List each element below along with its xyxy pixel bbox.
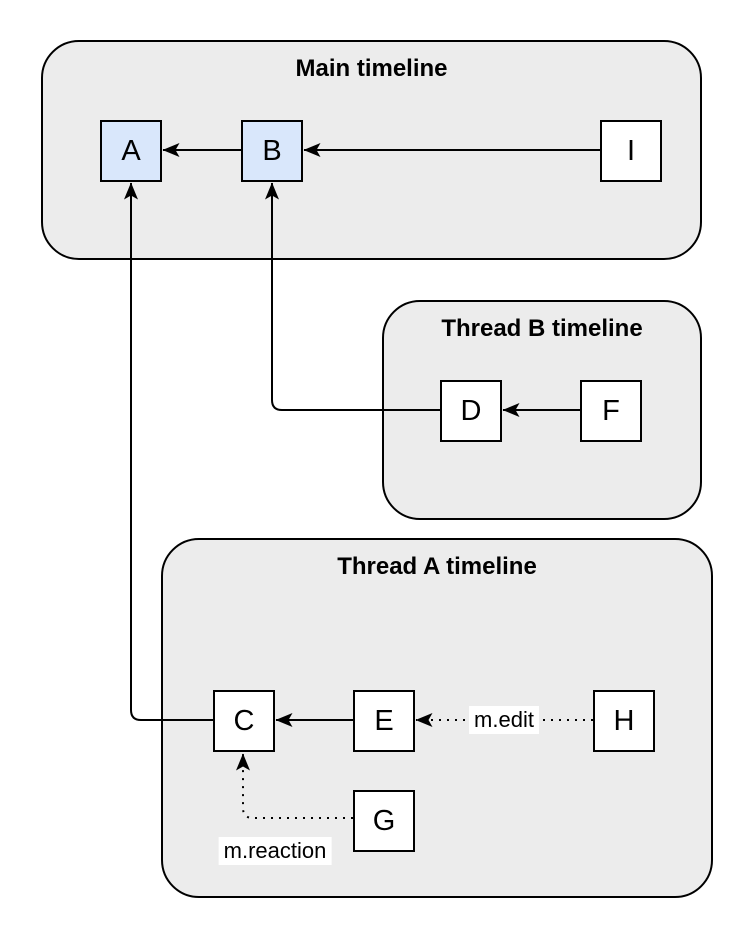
node-F: F xyxy=(580,380,642,442)
node-A: A xyxy=(100,120,162,182)
node-I-label: I xyxy=(626,134,636,167)
edge-label-m-edit: m.edit xyxy=(469,706,539,734)
thread-b-timeline-title: Thread B timeline xyxy=(441,315,643,342)
edge-G-to-C xyxy=(236,753,353,819)
node-E-label: E xyxy=(374,704,394,737)
node-H-label: H xyxy=(613,704,635,737)
edge-C-to-A xyxy=(124,182,213,721)
node-B-label: B xyxy=(262,134,282,167)
edge-D-to-B xyxy=(265,182,440,411)
thread-a-timeline-title: Thread A timeline xyxy=(337,553,537,580)
node-E: E xyxy=(353,690,415,752)
node-H: H xyxy=(593,690,655,752)
node-B: B xyxy=(241,120,303,182)
node-D-label: D xyxy=(460,394,482,427)
node-C-label: C xyxy=(233,704,255,737)
node-F-label: F xyxy=(602,394,620,427)
node-D: D xyxy=(440,380,502,442)
node-C: C xyxy=(213,690,275,752)
node-G: G xyxy=(353,790,415,852)
node-I: I xyxy=(600,120,662,182)
node-A-label: A xyxy=(121,134,141,167)
main-timeline-title: Main timeline xyxy=(295,55,448,82)
node-G-label: G xyxy=(372,804,396,837)
edge-label-m-reaction: m.reaction xyxy=(218,837,332,865)
